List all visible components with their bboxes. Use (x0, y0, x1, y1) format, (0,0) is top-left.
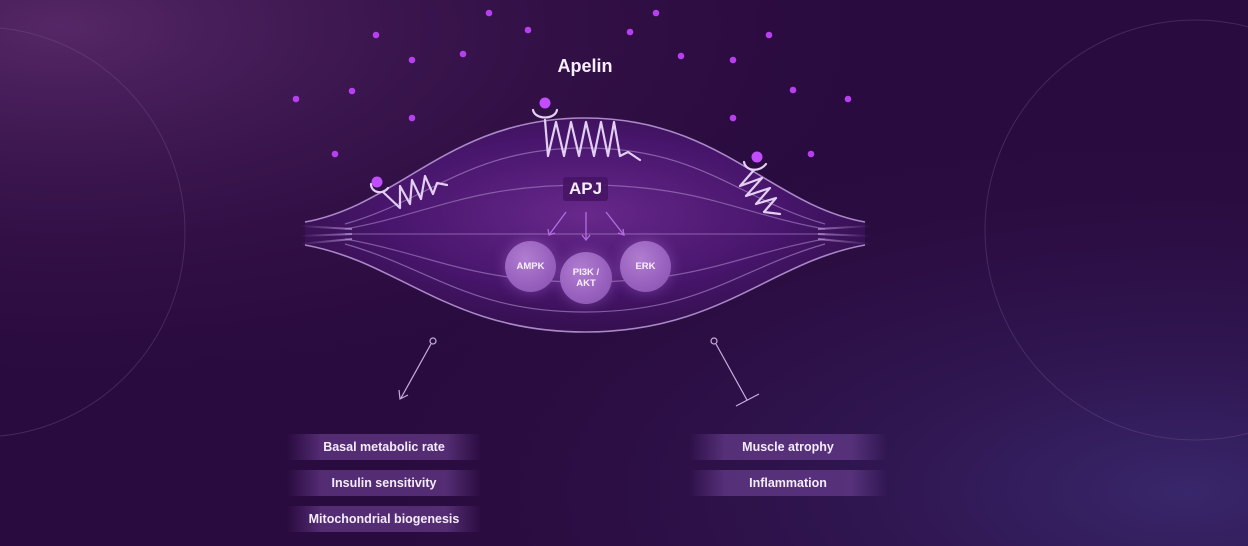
pathway-label-pi3k-akt: PI3K / AKT (572, 267, 600, 289)
ligand-label: Apelin (557, 56, 613, 76)
effect-increased-basal-metabolic-rate: Basal metabolic rate (287, 434, 481, 460)
pathway-node-ampk: AMPK (505, 241, 556, 292)
decorative-ring-right (984, 19, 1248, 441)
receptor-label: APJ (563, 177, 609, 201)
decorative-ring-left (0, 27, 186, 437)
apelin-bound-top (539, 97, 551, 109)
pathway-node-erk: ERK (620, 241, 671, 292)
pathway-node-pi3k-akt: PI3K / AKT (560, 252, 612, 304)
receptor-top (531, 108, 642, 162)
apelin-bound-right (751, 151, 763, 163)
apj-arrows (547, 211, 625, 242)
receptor-right (738, 160, 782, 216)
increase-arrow (398, 337, 437, 400)
muscle-cell (299, 117, 871, 333)
effect-increased-mitochondrial-biogenesis: Mitochondrial biogenesis (287, 506, 481, 532)
effect-increased-insulin-sensitivity: Insulin sensitivity (287, 470, 481, 496)
apelin-particles (292, 9, 852, 158)
receptor-left (369, 174, 449, 210)
apelin-bound-left (371, 176, 383, 188)
effect-inhibited-inflammation: Inflammation (689, 470, 887, 496)
effect-inhibited-muscle-atrophy: Muscle atrophy (689, 434, 887, 460)
inhibit-arrow (710, 337, 760, 407)
